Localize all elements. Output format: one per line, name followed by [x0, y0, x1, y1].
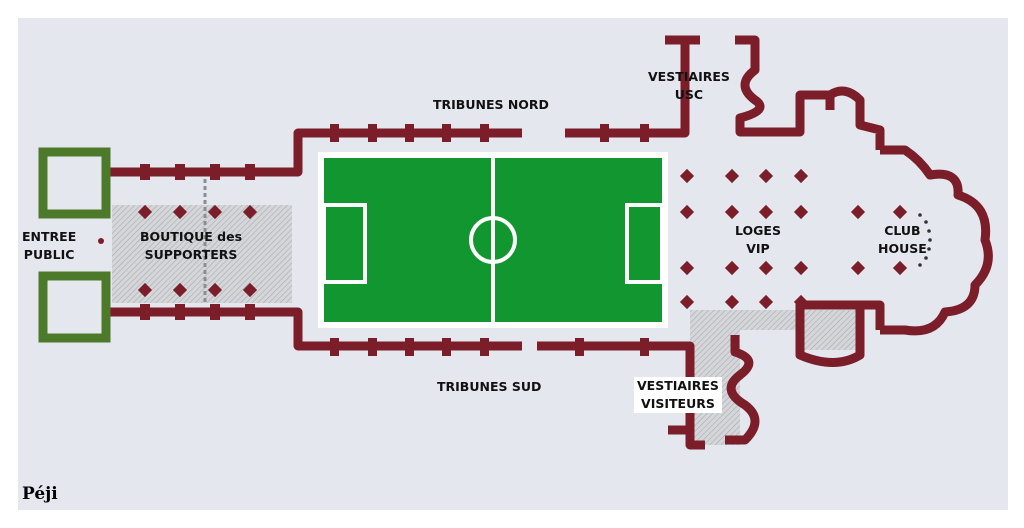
pillar	[207, 204, 223, 220]
pitch	[318, 152, 668, 328]
pillar	[242, 204, 258, 220]
pillar	[850, 204, 866, 220]
pillar	[758, 260, 774, 276]
signature: Péji	[22, 484, 58, 504]
pillar	[679, 168, 695, 184]
label-north-stand: TRIBUNES NORD	[433, 97, 549, 112]
pillars	[137, 168, 908, 310]
pillar	[758, 168, 774, 184]
pillar	[724, 294, 740, 310]
entrance-post	[98, 238, 104, 244]
pillar	[724, 204, 740, 220]
pillar	[172, 282, 188, 298]
pillar	[892, 204, 908, 220]
pillar	[724, 168, 740, 184]
pillar	[679, 260, 695, 276]
pillar	[758, 294, 774, 310]
pillar	[207, 282, 223, 298]
pillar	[137, 282, 153, 298]
label-south-stand: TRIBUNES SUD	[437, 379, 542, 394]
pillar	[242, 282, 258, 298]
pillar	[793, 260, 809, 276]
pillar	[793, 294, 809, 310]
pillar	[724, 260, 740, 276]
clubhouse-railing	[918, 213, 932, 267]
buttresses	[140, 124, 649, 356]
pillar	[793, 168, 809, 184]
pillar	[172, 204, 188, 220]
pillar	[137, 204, 153, 220]
pillar	[679, 294, 695, 310]
pillar	[892, 260, 908, 276]
entrance-towers	[38, 147, 111, 343]
pillar	[850, 260, 866, 276]
pillar	[793, 204, 809, 220]
pillar	[679, 204, 695, 220]
pillar	[758, 204, 774, 220]
